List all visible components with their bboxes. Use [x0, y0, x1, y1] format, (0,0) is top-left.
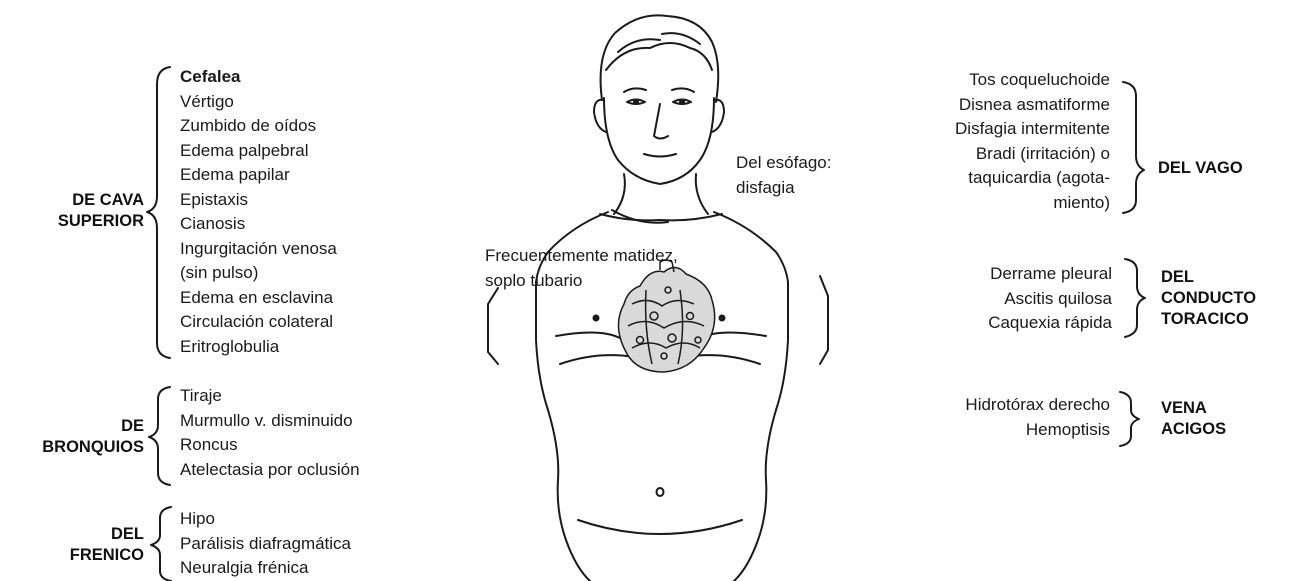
list-acigos: Hidrotórax derecho Hemoptisis — [880, 393, 1110, 442]
list-item: Caquexia rápida — [880, 311, 1112, 336]
list-item: Tos coqueluchoide — [880, 68, 1110, 93]
list-item: Edema papilar — [180, 163, 337, 188]
list-frenico: Hipo Parálisis diafragmática Neuralgia f… — [180, 507, 351, 581]
list-item: Derrame pleural — [880, 262, 1112, 287]
list-item: Tiraje — [180, 384, 360, 409]
brace-cava — [147, 67, 170, 358]
group-label-bronquios: DE BRONQUIOS — [16, 416, 144, 458]
list-item: taquicardia (agota- — [880, 166, 1110, 191]
brace-conducto — [1125, 259, 1145, 337]
list-item: Murmullo v. disminuido — [180, 409, 360, 434]
list-item: (sin pulso) — [180, 261, 337, 286]
list-item: Cefalea — [180, 65, 337, 90]
list-item: Vértigo — [180, 90, 337, 115]
list-item: miento) — [880, 191, 1110, 216]
list-item: Edema palpebral — [180, 139, 337, 164]
brace-acigos — [1120, 392, 1139, 446]
list-item: Roncus — [180, 433, 360, 458]
list-item: Bradi (irritación) o — [880, 142, 1110, 167]
list-bronquios: Tiraje Murmullo v. disminuido Roncus Ate… — [180, 384, 360, 482]
list-conducto: Derrame pleural Ascitis quilosa Caquexia… — [880, 262, 1112, 336]
group-label-frenico: DEL FRENICO — [16, 524, 144, 566]
list-item: Atelectasia por oclusión — [180, 458, 360, 483]
list-item: Parálisis diafragmática — [180, 532, 351, 557]
list-item: Ascitis quilosa — [880, 287, 1112, 312]
list-item: Hemoptisis — [880, 418, 1110, 443]
list-item: Disfagia intermitente — [880, 117, 1110, 142]
annotation-matidez: Frecuentemente matidez, soplo tubario — [485, 244, 678, 293]
group-label-cava: DE CAVA SUPERIOR — [16, 190, 144, 232]
list-item: Neuralgia frénica — [180, 556, 351, 581]
list-item: Disnea asmatiforme — [880, 93, 1110, 118]
list-vago: Tos coqueluchoide Disnea asmatiforme Dis… — [880, 68, 1110, 215]
list-item: Edema en esclavina — [180, 286, 337, 311]
list-item: Epistaxis — [180, 188, 337, 213]
list-item: Eritroglobulia — [180, 335, 337, 360]
list-item: Hidrotórax derecho — [880, 393, 1110, 418]
brace-frenico — [151, 507, 171, 581]
group-label-acigos: VENA ACIGOS — [1161, 398, 1226, 440]
list-cava: Cefalea Vértigo Zumbido de oídos Edema p… — [180, 65, 337, 359]
group-label-conducto: DEL CONDUCTO TORACICO — [1161, 267, 1256, 330]
list-item: Cianosis — [180, 212, 337, 237]
brace-bronquios — [149, 387, 170, 485]
list-item: Hipo — [180, 507, 351, 532]
list-item: Zumbido de oídos — [180, 114, 337, 139]
annotation-esofago: Del esófago: disfagia — [736, 151, 831, 200]
group-label-vago: DEL VAGO — [1158, 158, 1243, 179]
list-item: Circulación colateral — [180, 310, 337, 335]
list-item: Ingurgitación venosa — [180, 237, 337, 262]
brace-vago — [1123, 82, 1144, 213]
